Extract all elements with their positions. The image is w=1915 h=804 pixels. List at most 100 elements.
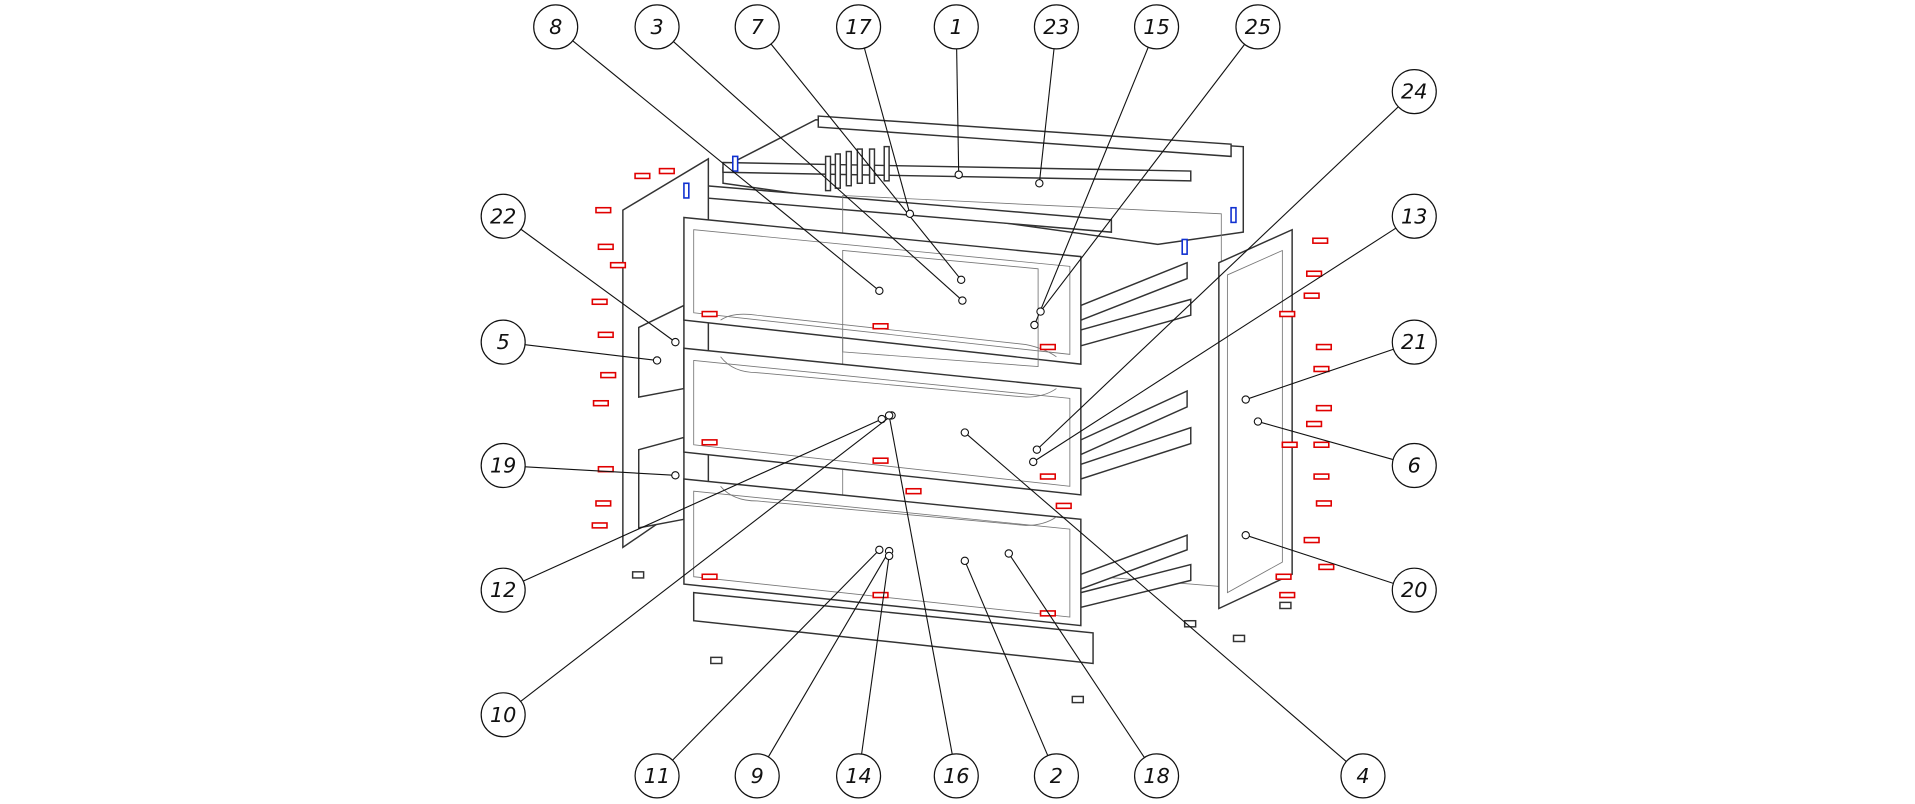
cam-fitting — [595, 500, 612, 507]
target-point — [960, 428, 970, 437]
leader-line — [888, 415, 953, 755]
callout-23: 23 — [1033, 4, 1080, 188]
foot-glide — [710, 656, 723, 665]
target-point — [875, 286, 884, 296]
callout-circle — [1033, 4, 1080, 50]
connector-fitting — [1230, 206, 1237, 224]
callout-number: 12 — [490, 578, 516, 602]
cam-fitting — [1039, 343, 1056, 351]
callout-16: 16 — [884, 411, 979, 799]
callout-number: 16 — [943, 764, 969, 788]
callout-number: 2 — [1050, 764, 1063, 788]
cam-fitting — [872, 323, 889, 330]
callout-circle — [734, 753, 780, 799]
callout-number: 3 — [650, 15, 663, 39]
callout-number: 22 — [490, 204, 516, 228]
callout-circle — [480, 193, 526, 239]
callout-9: 9 — [734, 546, 894, 799]
cam-fitting — [1315, 404, 1333, 412]
callout-24: 24 — [1032, 69, 1437, 454]
cam-fitting — [600, 371, 617, 379]
callout-circle — [1391, 442, 1437, 489]
cam-fitting — [1313, 441, 1330, 449]
cam-fitting — [1055, 502, 1072, 510]
callout-7: 7 — [734, 4, 966, 285]
callout-circle — [480, 319, 526, 365]
cam-fitting — [1281, 441, 1298, 449]
leader-line — [522, 418, 883, 582]
cam-fitting — [1313, 365, 1330, 373]
callout-number: 15 — [1143, 15, 1169, 39]
connector-fitting — [1181, 238, 1188, 255]
callout-circle — [1033, 753, 1080, 799]
callout-number: 7 — [751, 15, 765, 39]
callout-circle — [835, 753, 882, 799]
target-point — [652, 356, 662, 365]
callout-number: 18 — [1143, 764, 1169, 788]
callout-circle — [1391, 69, 1437, 115]
dowels — [824, 145, 890, 192]
callout-number: 10 — [490, 703, 516, 727]
leader-line — [1038, 48, 1055, 184]
target-point — [1030, 320, 1039, 330]
target-point — [1035, 179, 1044, 188]
callout-12: 12 — [480, 414, 886, 613]
cam-fitting — [905, 487, 922, 495]
target-point — [905, 209, 915, 219]
leader-line — [672, 549, 880, 761]
callout-number: 13 — [1401, 204, 1427, 228]
target-point — [875, 545, 884, 555]
callout-circle — [1391, 193, 1437, 239]
target-point — [1253, 417, 1263, 426]
callout-22: 22 — [480, 193, 680, 347]
callout-25: 25 — [1036, 4, 1281, 316]
cam-fitting — [595, 206, 612, 214]
cam-fitting — [1303, 536, 1320, 544]
cam-fitting — [1279, 591, 1296, 599]
callout-circle — [1133, 753, 1180, 799]
cam-fitting — [658, 167, 675, 175]
callout-number: 6 — [1408, 454, 1421, 478]
target-point — [1004, 549, 1014, 558]
leader-line — [1040, 44, 1246, 312]
callout-17: 17 — [835, 4, 915, 219]
cam-fitting — [591, 298, 608, 306]
callout-number: 9 — [751, 764, 764, 788]
leader-line — [770, 43, 962, 281]
cam-fitting — [1305, 420, 1323, 428]
leader-line — [861, 555, 890, 755]
callout-19: 19 — [480, 442, 680, 489]
cam-fitting — [634, 172, 651, 180]
callout-number: 4 — [1356, 764, 1369, 788]
furniture-drawing — [591, 115, 1335, 704]
target-point — [1036, 307, 1045, 316]
callout-circle — [480, 692, 526, 738]
callout-number: 24 — [1401, 80, 1427, 104]
leader-line — [520, 228, 676, 343]
leader-line — [525, 466, 676, 476]
callout-number: 23 — [1043, 15, 1069, 39]
cam-fitting — [701, 310, 718, 318]
cam-fitting — [1318, 563, 1335, 571]
cam-fitting — [597, 243, 614, 251]
callout-number: 21 — [1401, 330, 1427, 354]
top-rail-back — [817, 115, 1232, 158]
callout-number: 17 — [845, 15, 872, 39]
cam-fitting — [872, 457, 889, 464]
cam-fitting — [609, 261, 627, 269]
callout-13: 13 — [1029, 193, 1437, 467]
callout-2: 2 — [960, 556, 1080, 799]
callout-circle — [1235, 4, 1281, 50]
connector-fitting — [731, 155, 739, 172]
target-point — [960, 556, 970, 566]
leader-line — [1257, 421, 1394, 461]
target-point — [671, 337, 680, 347]
callout-circle — [933, 753, 979, 799]
cam-fitting — [1312, 237, 1329, 244]
target-point — [954, 170, 963, 179]
leader-line — [524, 344, 658, 362]
callout-1: 1 — [933, 4, 979, 179]
leader-line — [863, 47, 911, 214]
